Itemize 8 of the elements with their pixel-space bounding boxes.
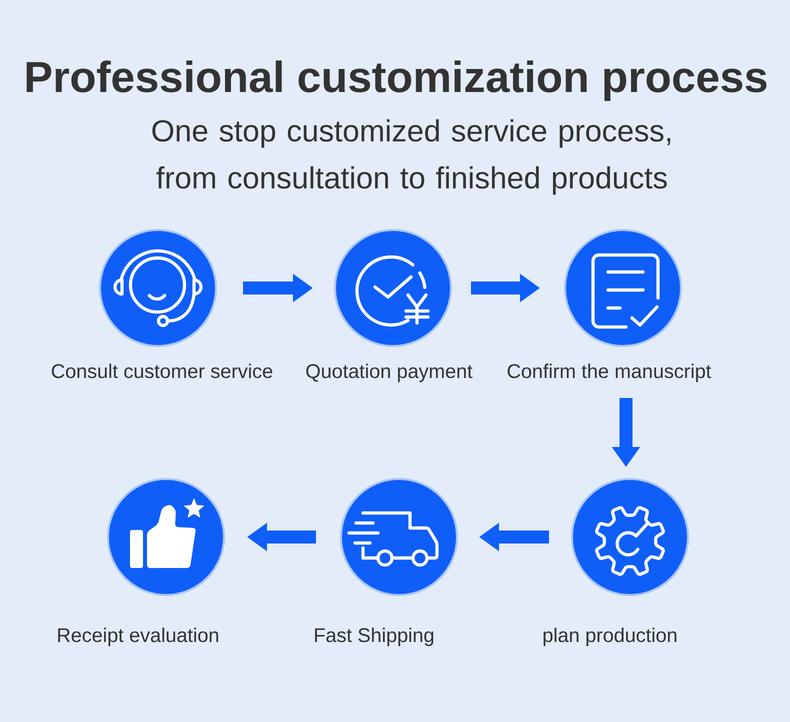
step-label: Fast Shipping (315, 628, 434, 646)
title: Professional customization process (26, 60, 766, 102)
step-label: plan production (544, 628, 676, 646)
step-label: Quotation payment (306, 364, 472, 382)
step-label: Receipt evaluation (58, 628, 218, 646)
subtitle: One stop customized service process, from consultation to finished products (152, 119, 670, 195)
step-label: Confirm the manuscript (508, 364, 712, 382)
step-label: Consult customer service (52, 364, 272, 378)
